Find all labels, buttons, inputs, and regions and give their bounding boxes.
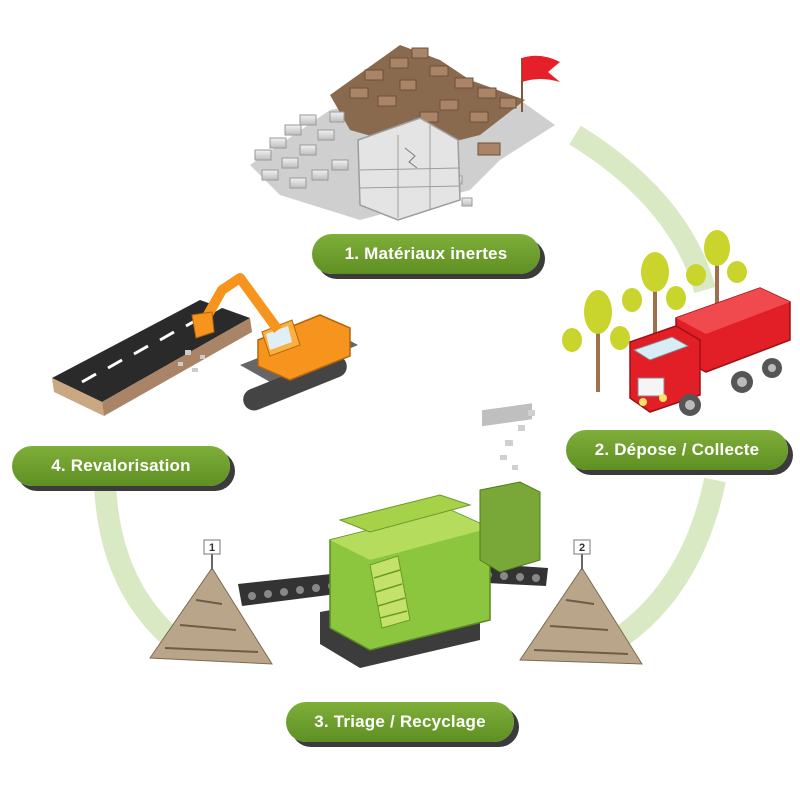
gravel-pile-number-1: 1 [209,542,215,554]
tree-icon [562,230,747,392]
truck-icon [629,287,791,416]
step-label-triage-recyclage: 3. Triage / Recyclage [286,702,514,742]
step-label-revalorisation: 4. Revalorisation [12,446,230,486]
step-label-depose-collecte: 2. Dépose / Collecte [566,430,788,470]
road-icon [52,300,252,416]
gravel-pile-number-2: 2 [579,542,585,554]
excavator-icon [191,273,358,411]
gravel-pile-icon-1: 1 [149,539,273,665]
cycle-arc-1-to-2 [569,125,716,294]
gravel-pile-icon-2: 2 [519,539,643,665]
crusher-machine-icon [320,403,541,668]
step-label-materiaux-inertes: 1. Matériaux inertes [312,234,540,274]
rubble-pile-icon [250,45,555,221]
flag-icon [521,55,560,112]
cycle-arc-3-to-4 [94,484,187,654]
